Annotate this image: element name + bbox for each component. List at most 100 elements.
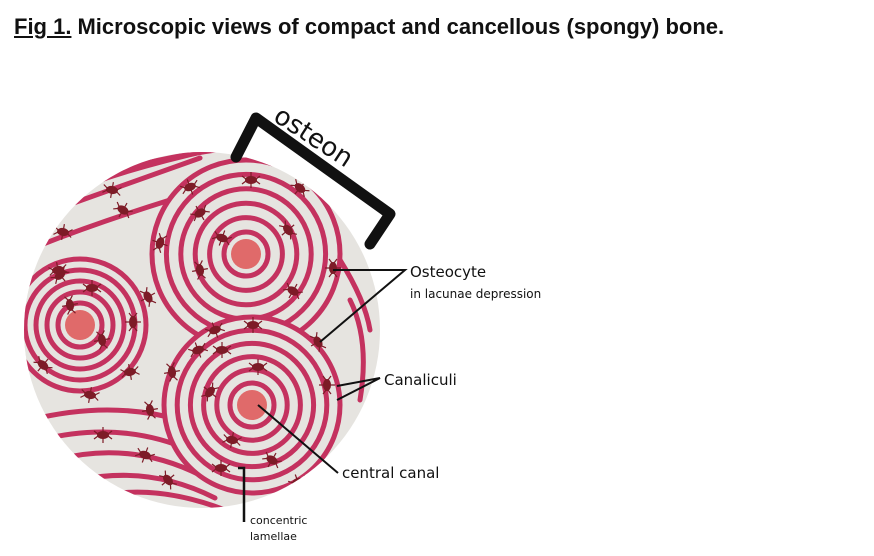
- figure-number: Fig 1.: [14, 14, 72, 39]
- concentric-lamella: [201, 354, 303, 456]
- osteocyte-body: [65, 299, 75, 311]
- canaliculus: [275, 463, 279, 469]
- canaliculus: [219, 328, 225, 332]
- concentric-lamella: [221, 229, 271, 279]
- osteocyte: [283, 282, 303, 300]
- canaliculus: [290, 484, 295, 490]
- canaliculus: [328, 258, 333, 264]
- canaliculus: [135, 453, 141, 457]
- osteocyte: [53, 224, 73, 240]
- canaliculus: [218, 322, 223, 328]
- canaliculus: [169, 484, 172, 490]
- canaliculus: [279, 225, 285, 228]
- osteocyte-body: [323, 379, 331, 391]
- osteocyte-body: [266, 455, 278, 465]
- osteocyte: [279, 220, 297, 240]
- canaliculus: [133, 312, 138, 318]
- canaliculus: [225, 240, 230, 246]
- canaliculus: [116, 201, 120, 207]
- canaliculus: [297, 291, 303, 294]
- osteocyte-body: [313, 336, 323, 348]
- concentric-lamella: [214, 367, 290, 443]
- osteocyte-body: [205, 386, 215, 398]
- canaliculus: [212, 345, 218, 350]
- osteocyte: [212, 342, 232, 358]
- canaliculus: [193, 216, 197, 222]
- canaliculus: [164, 470, 167, 476]
- canaliculus: [203, 204, 207, 210]
- osteon: [161, 314, 343, 496]
- canaliculus: [290, 184, 296, 187]
- lamellae-label: concentric: [250, 514, 307, 527]
- osteocyte-body: [106, 185, 118, 195]
- osteocyte-body: [155, 237, 165, 249]
- osteocyte: [205, 322, 225, 338]
- canaliculus: [50, 276, 56, 279]
- osteocyte: [319, 375, 335, 395]
- canaliculus: [243, 320, 249, 325]
- canaliculus: [116, 191, 121, 196]
- osteocyte: [152, 233, 168, 253]
- osteocyte-body: [143, 291, 153, 303]
- canaliculus: [236, 437, 242, 441]
- canaliculus: [321, 345, 327, 349]
- canaliculus: [222, 439, 228, 443]
- canaliculus: [171, 362, 175, 368]
- canaliculus: [96, 331, 101, 336]
- osteocytes: [33, 172, 341, 490]
- osteocyte-body: [139, 450, 151, 460]
- osteocyte-body: [129, 316, 137, 328]
- canaliculus: [71, 309, 76, 314]
- osteocyte-pointer: [319, 269, 408, 343]
- canaliculus: [211, 463, 217, 468]
- canaliculus: [148, 301, 151, 307]
- canaliculus: [194, 185, 200, 189]
- canaliculus: [211, 468, 217, 473]
- canaliculus: [302, 480, 308, 484]
- interstitial-lamella: [337, 257, 373, 333]
- osteocyte: [48, 262, 68, 278]
- canaliculus: [298, 484, 302, 490]
- canaliculus: [116, 187, 122, 191]
- canaliculus: [214, 230, 219, 236]
- canaliculus: [188, 348, 194, 352]
- osteocyte: [94, 330, 110, 350]
- canaliculus: [201, 274, 206, 279]
- canaliculus: [139, 290, 145, 294]
- concentric-lamella: [161, 314, 343, 496]
- canaliculus: [159, 475, 165, 478]
- canaliculus: [257, 320, 263, 325]
- osteon: [24, 256, 149, 394]
- osteocyte-label: Osteocyte: [410, 263, 486, 281]
- osteocyte: [125, 312, 141, 332]
- canaliculus: [67, 233, 72, 238]
- canaliculus: [53, 231, 59, 235]
- canaliculus: [226, 350, 232, 355]
- osteocyte: [93, 427, 113, 443]
- canaliculus: [107, 430, 113, 435]
- canaliculus: [206, 396, 209, 402]
- canaliculus: [255, 180, 261, 185]
- concentric-lamella: [55, 300, 105, 350]
- osteocyte-body: [209, 325, 221, 335]
- canaliculus: [158, 247, 162, 253]
- canaliculus: [67, 229, 73, 233]
- canaliculus: [201, 342, 206, 348]
- canaliculus: [45, 368, 48, 374]
- canaliculus: [62, 264, 67, 269]
- concentric-lamella: [44, 289, 116, 361]
- canaliculus: [169, 376, 173, 382]
- osteocyte-body: [86, 284, 98, 292]
- concentric-lamella: [227, 380, 277, 430]
- canaliculus: [173, 376, 178, 381]
- osteocyte-body: [252, 363, 264, 371]
- osteocyte: [222, 432, 242, 448]
- canaliculus: [127, 210, 133, 213]
- canaliculus: [121, 373, 126, 378]
- osteocyte: [135, 447, 155, 463]
- canaliculus: [241, 180, 247, 185]
- osteocyte-body: [97, 334, 107, 346]
- concentric-lamella: [174, 327, 330, 483]
- canaliculus: [243, 325, 249, 330]
- central-canal: [231, 239, 261, 269]
